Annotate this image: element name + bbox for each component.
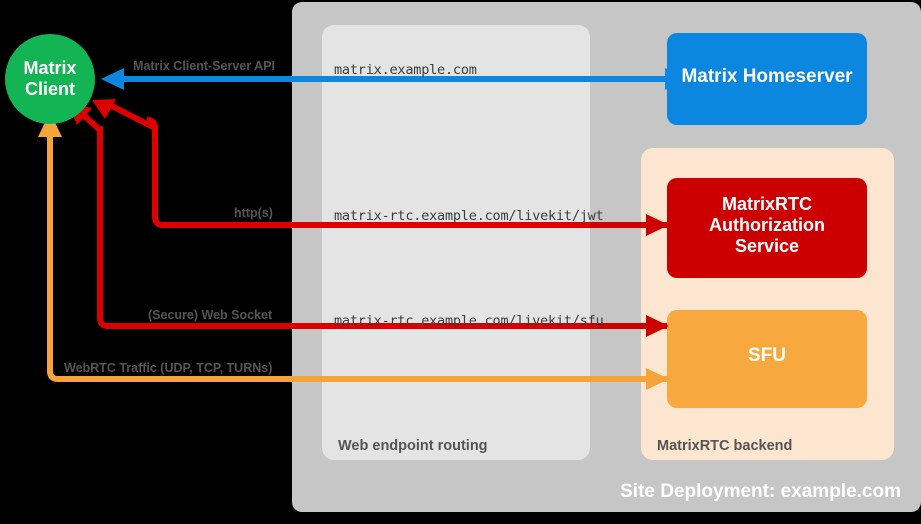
sfu-endpoint-label: matrix-rtc.example.com/livekit/sfu: [334, 313, 604, 329]
matrix-client-server-api-arrow: [101, 68, 688, 90]
matrix-client-label: Matrix Client: [23, 58, 77, 100]
sfu-box[interactable]: [667, 310, 867, 408]
matrix-homeserver-label: Matrix Homeserver: [681, 66, 853, 87]
matrixrtc-backend-label: MatrixRTC backend: [657, 438, 793, 454]
backend-link-segments: [590, 222, 660, 382]
matrixrtc-authorization-service-box[interactable]: [667, 178, 867, 278]
matrix-homeserver-box[interactable]: [667, 33, 867, 125]
matrix-client-node[interactable]: [5, 34, 95, 124]
matrixrtc-authorization-service-label: MatrixRTC Authorization Service: [709, 194, 825, 257]
matrix-endpoint-label: matrix.example.com: [334, 62, 477, 78]
web-endpoint-routing-panel: [322, 25, 590, 460]
sfu-label: SFU: [748, 345, 786, 366]
https-arrow: [92, 99, 667, 228]
secure-web-socket-label: (Secure) Web Socket: [148, 308, 273, 322]
webrtc-traffic-label: WebRTC Traffic (UDP, TCP, TURNs): [64, 361, 273, 375]
jwt-endpoint-label: matrix-rtc.example.com/livekit/jwt: [334, 208, 604, 224]
webrtc-traffic-arrow: [38, 112, 667, 382]
web-endpoint-routing-label: Web endpoint routing: [338, 438, 488, 454]
https-label: http(s): [234, 206, 273, 220]
site-deployment-label: Site Deployment: example.com: [620, 481, 901, 502]
matrix-client-server-api-label: Matrix Client-Server API: [133, 59, 275, 73]
